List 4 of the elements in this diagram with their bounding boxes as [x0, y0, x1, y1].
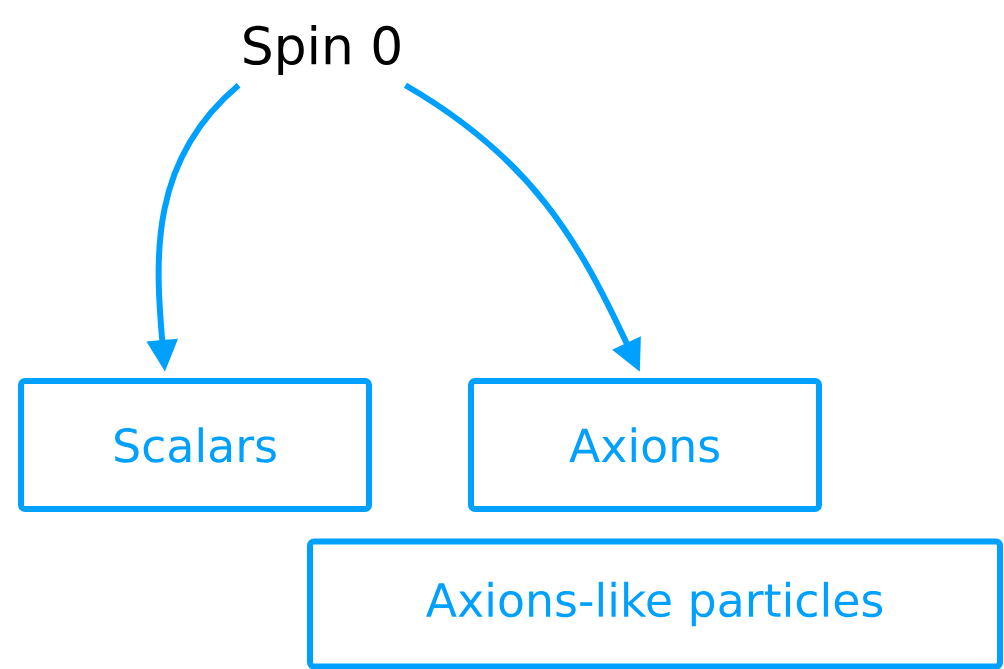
heading-text: Spin 0: [244, 24, 400, 76]
category-box: Axions: [468, 378, 822, 512]
category-box: Axions-like particles: [307, 538, 1003, 669]
category-box: Scalars: [18, 378, 372, 512]
